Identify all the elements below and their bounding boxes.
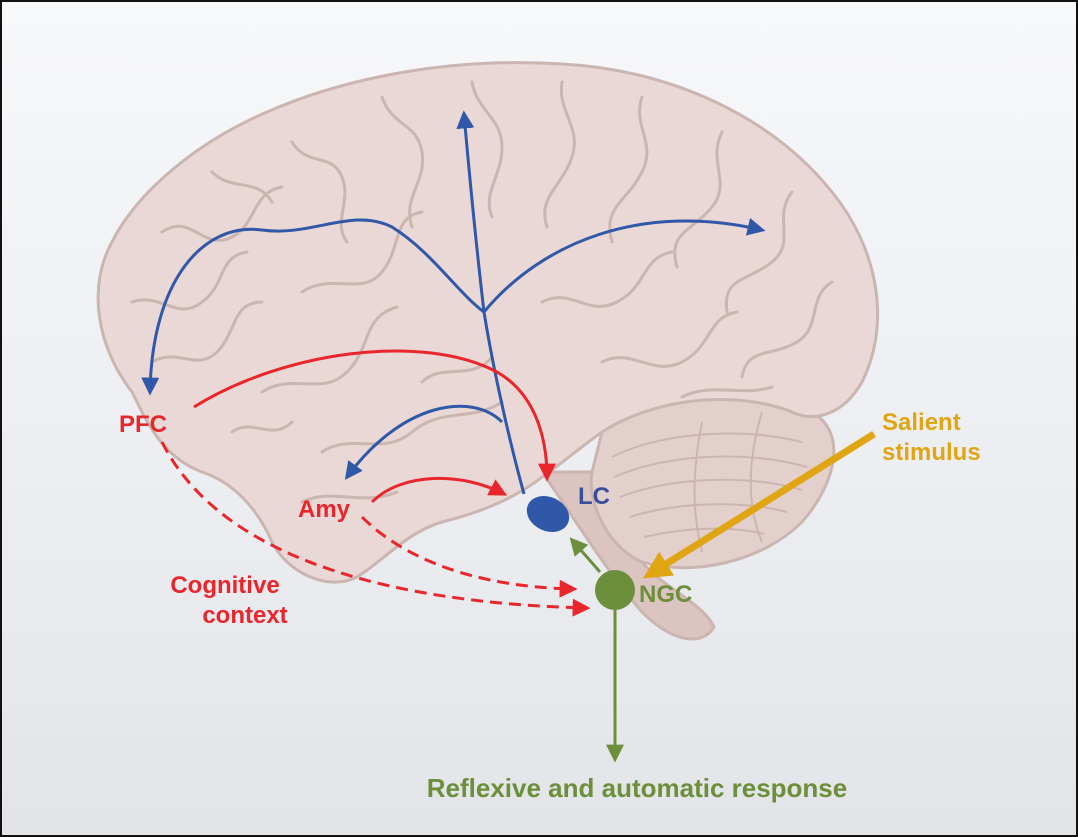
pfc-to-lc-arrow (193, 349, 556, 482)
ngc-nucleus (595, 570, 635, 610)
pfc-to-ngc-dashed-arrow (160, 441, 591, 617)
cerebrum-shape (96, 61, 880, 584)
ngc-to-lc-arrow (569, 537, 602, 573)
ngc-connections (569, 537, 624, 763)
lc-to-cortex-right-arrow (482, 217, 766, 313)
amy-to-ngc-dashed-arrow (360, 515, 578, 598)
lc-label: LC (578, 483, 610, 510)
lc-to-pfc-arrow (141, 218, 485, 396)
response-label: Reflexive and automatic response (427, 773, 847, 803)
cognitive-context-label-line1: Cognitive (170, 572, 279, 599)
amy-to-lc-arrow (370, 476, 508, 504)
cerebellum-folia (611, 411, 808, 553)
lc-nucleus (526, 496, 570, 532)
lc-to-amy-arrow (344, 404, 504, 480)
cognitive-context-label-line2: context (202, 602, 287, 629)
pfc-label: PFC (119, 411, 167, 438)
salient-stimulus-label-line2: stimulus (882, 439, 981, 466)
brain-gyri (130, 80, 834, 504)
lc-projections (141, 110, 766, 495)
salient-stimulus-label-line1: Salient (882, 409, 961, 436)
ngc-label: NGC (639, 581, 692, 608)
red-dashed-projections (160, 441, 591, 617)
salient-stimulus-arrow (642, 431, 876, 579)
amy-label: Amy (298, 496, 351, 523)
red-projections (193, 349, 556, 504)
